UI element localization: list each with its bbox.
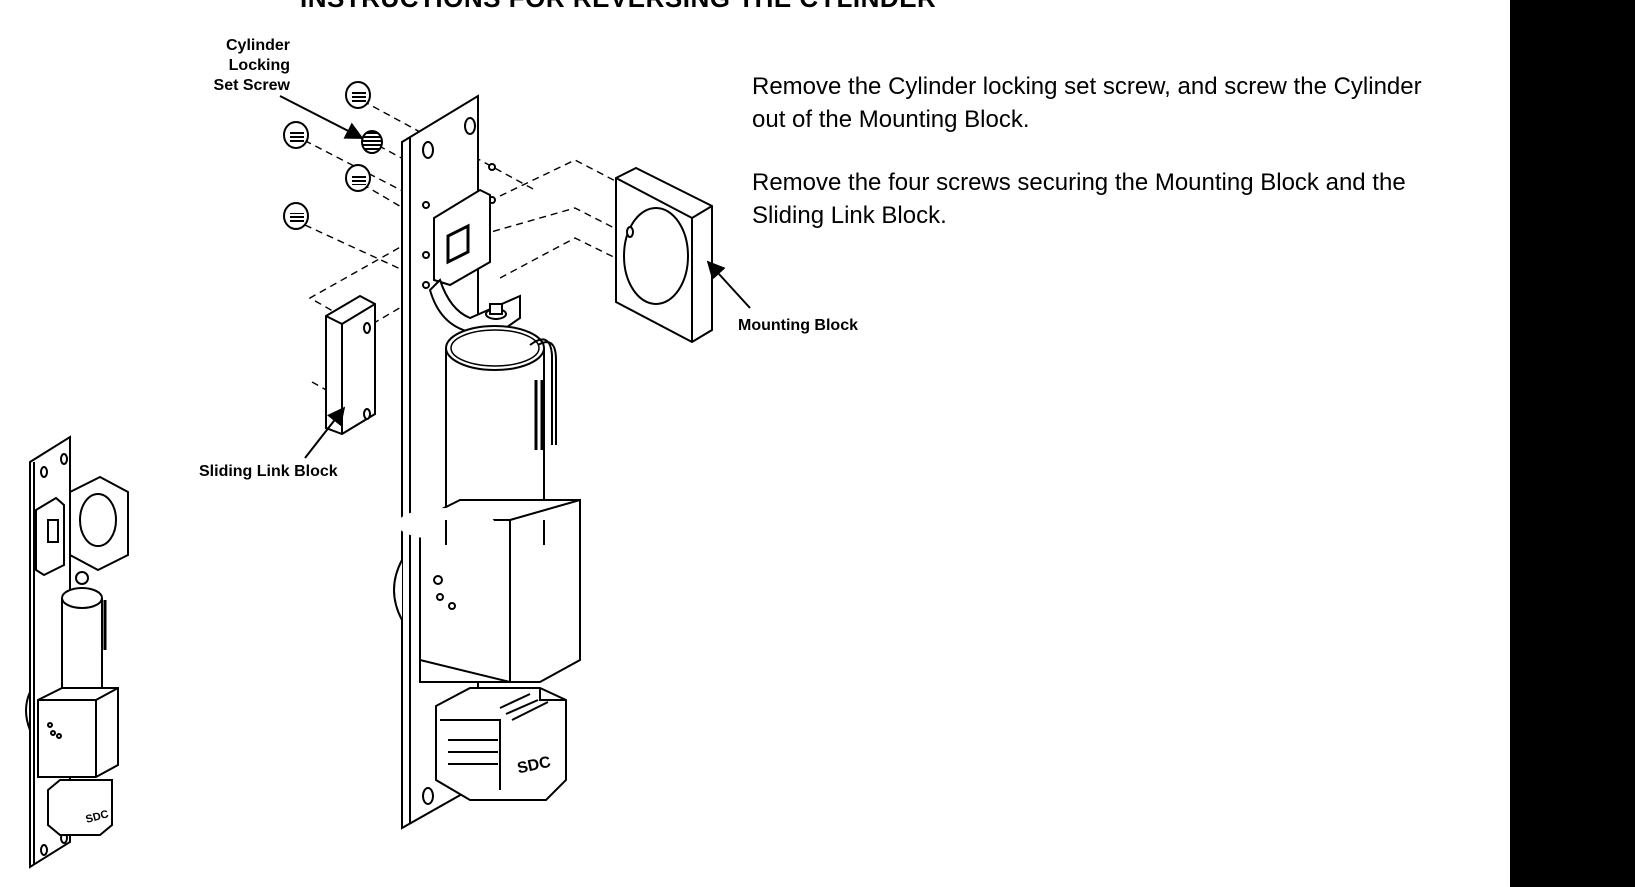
small-hole — [60, 453, 68, 465]
small-hole — [40, 466, 48, 478]
sliding-link-block-callout: Sliding Link Block — [199, 463, 338, 480]
housing-block — [419, 499, 581, 683]
diagram-page: INSTRUCTIONS FOR REVERSING THE CYLINDER … — [25, 0, 1422, 869]
leader-arrows — [279, 95, 751, 459]
sliding-link-block — [325, 294, 376, 436]
small-link-nut — [75, 571, 89, 585]
cylinder-locking-set-screw — [361, 130, 383, 154]
faceplate-hole — [422, 787, 434, 805]
small-logo: SDC — [84, 808, 110, 826]
side-boss — [393, 559, 403, 621]
small-cylinder — [61, 598, 103, 701]
mounting-block-callout: Mounting Block — [738, 317, 858, 334]
small-connector — [47, 779, 113, 836]
callout-line-2: Locking — [228, 57, 290, 74]
exploded-view: SDC — [283, 81, 713, 830]
assembled-view: SDC — [25, 435, 129, 869]
faceplate-hole — [464, 117, 476, 135]
flat-head-screw — [345, 81, 371, 109]
set-screw-callout: Cylinder Locking Set Screw — [200, 36, 290, 96]
flat-head-screw — [283, 121, 309, 149]
instruction-step-1: Remove the Cylinder locking set screw, a… — [752, 73, 1422, 133]
exploded-view-drawing: SDC — [25, 81, 751, 869]
flat-head-screw — [283, 202, 309, 230]
small-bore — [79, 493, 117, 547]
mounting-block-bore — [623, 207, 689, 305]
flat-head-screw — [345, 164, 371, 192]
small-hole — [40, 844, 48, 856]
callout-line-3: Set Screw — [213, 77, 290, 94]
callout-line-1: Cylinder — [225, 37, 290, 54]
cylinder-top — [445, 325, 545, 371]
cylinder-wires — [529, 338, 557, 445]
small-housing — [37, 687, 119, 778]
faceplate-hole — [422, 141, 434, 159]
manufacturer-logo: SDC — [516, 754, 553, 778]
page-title: INSTRUCTIONS FOR REVERSING THE CYLINDER — [300, 0, 1060, 14]
right-edge-bar — [1510, 0, 1635, 887]
instruction-step-2: Remove the four screws securing the Moun… — [752, 169, 1406, 229]
